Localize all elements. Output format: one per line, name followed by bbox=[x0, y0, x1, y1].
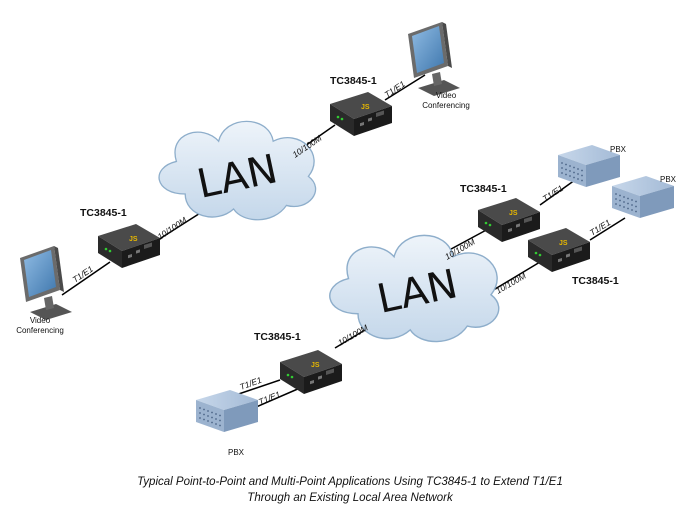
monitor-icon-top bbox=[408, 22, 460, 96]
link-label-middle-lan: 10/100M bbox=[494, 270, 528, 296]
link-label-lower-lan: 10/100M bbox=[336, 322, 370, 348]
link-label-bottom-lan: 10/100M bbox=[156, 214, 190, 241]
link-label-lower-t1b: T1/E1 bbox=[257, 389, 282, 407]
pbx-label-3: PBX bbox=[228, 448, 245, 457]
monitor-icon-bottom bbox=[20, 246, 72, 320]
endpoint-label-top-line2: Conferencing bbox=[422, 101, 470, 110]
link-label-upper-t1: T1/E1 bbox=[541, 183, 566, 204]
device-label-lower-right: TC3845-1 bbox=[254, 331, 301, 343]
device-label-middle-right: TC3845-1 bbox=[572, 275, 619, 287]
device-label-upper-right: TC3845-1 bbox=[460, 183, 507, 195]
link-label-top-t1: T1/E1 bbox=[383, 79, 408, 100]
tc3845-device-upper-right bbox=[478, 198, 540, 242]
link-bottom-device-to-monitor bbox=[61, 261, 111, 296]
tc3845-device-middle-right bbox=[528, 228, 590, 272]
tc3845-device-bottom-left bbox=[98, 224, 160, 268]
link-upper-device-to-pbx1 bbox=[539, 179, 576, 206]
pbx-label-1: PBX bbox=[610, 145, 627, 154]
device-label-bottom-left: TC3845-1 bbox=[80, 207, 127, 219]
endpoint-label-bottom-line2: Conferencing bbox=[16, 326, 64, 335]
tc3845-device-lower-right bbox=[280, 350, 342, 394]
device-label-top-left: TC3845-1 bbox=[330, 75, 377, 87]
pbx-label-2: PBX bbox=[660, 175, 677, 184]
endpoint-label-top-line1: Video bbox=[436, 91, 457, 100]
caption-line-1: Typical Point-to-Point and Multi-Point A… bbox=[137, 476, 563, 488]
tc3845-device-top-left bbox=[330, 92, 392, 136]
pbx-icon-3 bbox=[196, 390, 258, 432]
link-top-device-to-monitor bbox=[384, 74, 426, 101]
link-label-middle-t1: T1/E1 bbox=[588, 217, 613, 238]
endpoint-label-bottom-line1: Video bbox=[30, 316, 51, 325]
caption-line-2: Through an Existing Local Area Network bbox=[247, 492, 453, 504]
multi-point-group: LAN TC3845-1 TC3845-1 TC3845-1 PBX PBX bbox=[196, 145, 677, 457]
link-middle-device-to-pbx2 bbox=[589, 217, 626, 241]
